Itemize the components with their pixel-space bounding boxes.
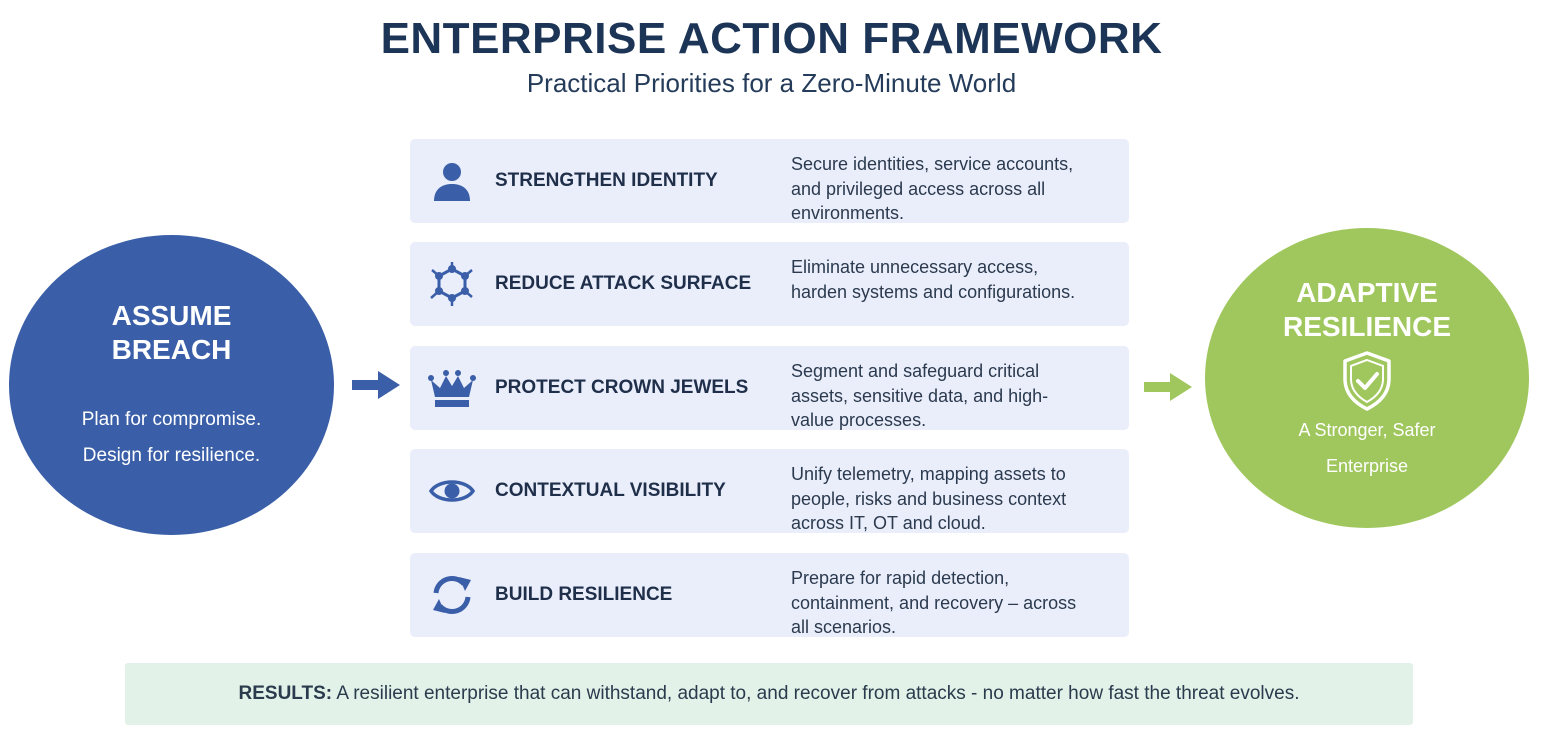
priority-title: BUILD RESILIENCE [495, 584, 673, 605]
priority-card-contextual-visibility: CONTEXTUAL VISIBILITY Unify telemetry, m… [410, 449, 1129, 533]
adaptive-resilience-line1: A Stronger, Safer [1298, 420, 1436, 440]
assume-breach-line2: Design for resilience. [82, 445, 261, 466]
priority-card-reduce-attack-surface: REDUCE ATTACK SURFACE Eliminate unnecess… [410, 242, 1129, 326]
page-subtitle: Practical Priorities for a Zero-Minute W… [526, 68, 1017, 98]
adaptive-resilience-heading-line1: ADAPTIVE [1296, 277, 1438, 308]
priority-description: Eliminate unnecessary access, harden sys… [791, 257, 1076, 302]
shield-check-icon [1343, 351, 1391, 411]
results-text: A resilient enterprise that can withstan… [332, 683, 1300, 704]
priority-card-strengthen-identity: STRENGTHEN IDENTITY Secure identities, s… [410, 139, 1129, 223]
priority-description: Segment and safeguard critical assets, s… [791, 361, 1049, 430]
priority-description: Unify telemetry, mapping assets to peopl… [791, 464, 1067, 533]
arrow-right-green-icon [1144, 373, 1192, 401]
priority-description: Prepare for rapid detection, containment… [791, 568, 1077, 637]
adaptive-resilience-circle: ADAPTIVE RESILIENCE A Stronger, Safer En… [1205, 228, 1529, 528]
network-nodes-icon [430, 262, 473, 306]
assume-breach-circle: ASSUME BREACH Plan for compromise. Desig… [9, 235, 334, 535]
assume-breach-heading-line1: ASSUME [111, 300, 232, 331]
priority-title: CONTEXTUAL VISIBILITY [495, 480, 726, 501]
priority-description: Secure identities, service accounts, and… [791, 154, 1074, 223]
results-banner: RESULTS: A resilient enterprise that can… [125, 663, 1413, 725]
crown-icon [428, 370, 476, 407]
priority-card-protect-crown-jewels: PROTECT CROWN JEWELS Segment and safegua… [410, 346, 1129, 430]
priority-title: REDUCE ATTACK SURFACE [495, 273, 752, 294]
priority-title: PROTECT CROWN JEWELS [495, 377, 749, 398]
arrow-right-blue-icon [352, 371, 400, 399]
assume-breach-line1: Plan for compromise. [81, 409, 262, 430]
adaptive-resilience-line2: Enterprise [1325, 456, 1409, 476]
person-icon [434, 163, 470, 201]
refresh-icon [433, 576, 471, 614]
assume-breach-heading-line2: BREACH [111, 334, 232, 365]
results-label: RESULTS: [238, 683, 333, 704]
priority-title: STRENGTHEN IDENTITY [495, 170, 718, 191]
eye-icon [428, 480, 476, 502]
adaptive-resilience-heading-line2: RESILIENCE [1282, 311, 1452, 342]
priority-card-build-resilience: BUILD RESILIENCE Prepare for rapid detec… [410, 553, 1129, 637]
page-title: ENTERPRISE ACTION FRAMEWORK [380, 14, 1163, 63]
